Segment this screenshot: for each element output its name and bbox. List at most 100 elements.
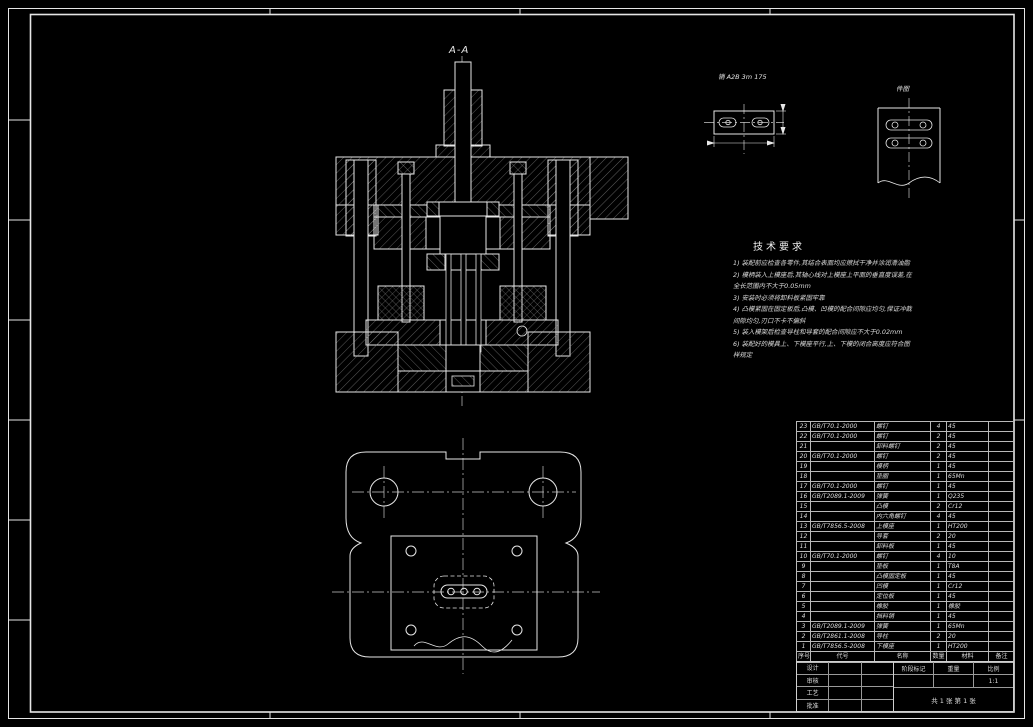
bom-cell: 45 — [946, 421, 989, 432]
bom-cell: 2 — [930, 531, 947, 542]
bom-cell: 17 — [796, 481, 811, 492]
sign-label: 批准 — [797, 699, 830, 711]
title-block-signatures: 设计 审核 工艺 批准 — [797, 662, 894, 711]
bom-cell: GB/T2089.1-2009 — [810, 621, 875, 632]
bom-cell: 2 — [930, 441, 947, 452]
plan-view — [332, 438, 600, 674]
bom-cell — [810, 601, 875, 612]
bom-cell — [988, 551, 1015, 562]
tech-item: 3) 安装时必须将卸料板紧固牢靠 — [733, 293, 825, 302]
bom-cell — [988, 511, 1015, 522]
bom-cell: 螺钉 — [874, 481, 931, 492]
bom-cell: 4 — [930, 421, 947, 432]
bom-cell: GB/T70.1-2000 — [810, 551, 875, 562]
bom-cell: 1 — [930, 541, 947, 552]
title-block-info-labels: 阶段标记 重量 比例 — [894, 662, 1013, 675]
bom-cell: 20 — [946, 531, 989, 542]
sign-cell — [829, 687, 862, 699]
bom-cell — [988, 601, 1015, 612]
tech-item: 1) 装配前应检查各零件,其结合表面均应擦拭干净并涂润滑油脂 — [733, 259, 910, 267]
bom-cell: Q235 — [946, 491, 989, 502]
bom-cell: GB/T7856.5-2008 — [810, 521, 875, 532]
bom-cell: 4 — [930, 511, 947, 522]
detail1-label: 销 A2B 3m 175 — [718, 73, 767, 81]
sheet-info: 共 1 张 第 1 张 — [931, 696, 976, 705]
scale-label: 比例 — [987, 665, 1000, 673]
bom-cell: 16 — [796, 491, 811, 502]
bom-cell: 8 — [796, 571, 811, 582]
bom-cell: GB/T70.1-2000 — [810, 431, 875, 442]
bom-cell — [988, 441, 1015, 452]
sign-cell — [829, 662, 862, 674]
bom-cell — [988, 471, 1015, 482]
bom-cell: 导套 — [874, 531, 931, 542]
detail2-label: 件图 — [896, 85, 909, 93]
bom-cell — [988, 431, 1015, 442]
title-block-info-values: 1:1 — [894, 675, 1013, 688]
bom-cell: 凸模固定板 — [874, 571, 931, 582]
bom-cell: 1 — [930, 481, 947, 492]
bom-cell: 模柄 — [874, 461, 931, 472]
bom-header-row: 序号 代号 名称 数量 材料 备注 — [796, 651, 1015, 663]
bom-cell: 1 — [930, 611, 947, 622]
bom-cell: 4 — [930, 551, 947, 562]
detail-view-1 — [704, 104, 786, 154]
bom-cell: 1 — [930, 491, 947, 502]
bom-cell: 1 — [930, 521, 947, 532]
bom-cell: 22 — [796, 431, 811, 442]
bom-cell: 9 — [796, 561, 811, 572]
bom-cell: 45 — [946, 541, 989, 552]
bom-cell — [810, 531, 875, 542]
bom-cell: 45 — [946, 461, 989, 472]
bom-cell: 螺钉 — [874, 431, 931, 442]
bom-cell — [810, 611, 875, 622]
bom-cell: 上模座 — [874, 521, 931, 532]
weight-label: 重量 — [934, 662, 974, 674]
sign-label: 审核 — [797, 674, 830, 686]
bom-cell: 13 — [796, 521, 811, 532]
scale-value: 1:1 — [988, 677, 999, 685]
bom-cell: 卸料螺钉 — [874, 441, 931, 452]
bom-cell: 卸料板 — [874, 541, 931, 552]
bom-cell: 14 — [796, 511, 811, 522]
bom-cell — [988, 451, 1015, 462]
sign-cell — [829, 699, 862, 711]
title-block: 设计 审核 工艺 批准 阶段标记 重量 — [796, 661, 1014, 712]
bom-cell — [988, 421, 1015, 432]
bom-cell — [810, 441, 875, 452]
bom-cell — [810, 461, 875, 472]
bom-cell: 1 — [930, 581, 947, 592]
bom-cell: 1 — [930, 571, 947, 582]
bom-cell: 凹模 — [874, 581, 931, 592]
bom-cell: 1 — [930, 591, 947, 602]
bom-cell: 65Mn — [946, 621, 989, 632]
bom-cell: 65Mn — [946, 471, 989, 482]
bom-cell: GB/T70.1-2000 — [810, 451, 875, 462]
bom-cell — [988, 531, 1015, 542]
bom-cell: 导柱 — [874, 631, 931, 642]
bom-cell — [988, 461, 1015, 472]
bom-cell: 垫圈 — [874, 471, 931, 482]
bom-cell: GB/T70.1-2000 — [810, 481, 875, 492]
bom-cell: T8A — [946, 561, 989, 572]
bom-cell: 1 — [930, 461, 947, 472]
bom-cell: 19 — [796, 461, 811, 472]
bom-cell — [988, 591, 1015, 602]
bom-cell — [988, 641, 1015, 652]
